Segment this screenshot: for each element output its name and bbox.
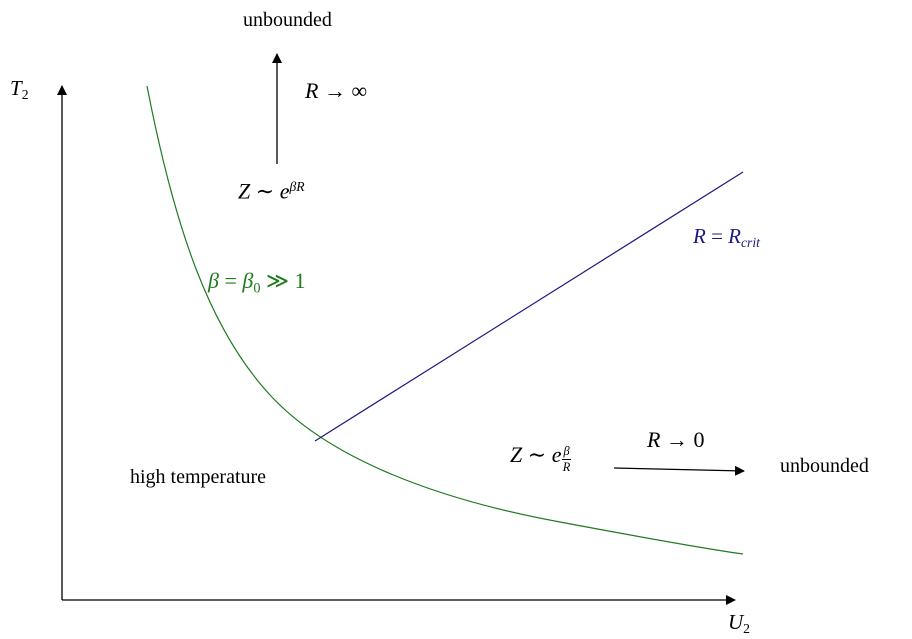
x-axis-label: U2 [728, 610, 750, 637]
limit-zero-label: R → 0 [647, 427, 705, 452]
beta-curve-label: β = β0 ≫ 1 [208, 268, 306, 297]
partition-high-label: Z ∼ eβR [238, 178, 305, 204]
y-axis-label: T2 [10, 76, 29, 103]
critical-line-label: R = Rcrit [693, 224, 760, 251]
beta-curve [146, 85, 744, 555]
limit-infinity-label: R → ∞ [305, 78, 368, 103]
right-unbounded-label: unbounded [780, 455, 869, 477]
high-temperature-label: high temperature [130, 466, 267, 488]
arrow-right [613, 465, 745, 476]
top-unbounded-label: unbounded [243, 9, 332, 31]
critical-line [314, 171, 744, 442]
